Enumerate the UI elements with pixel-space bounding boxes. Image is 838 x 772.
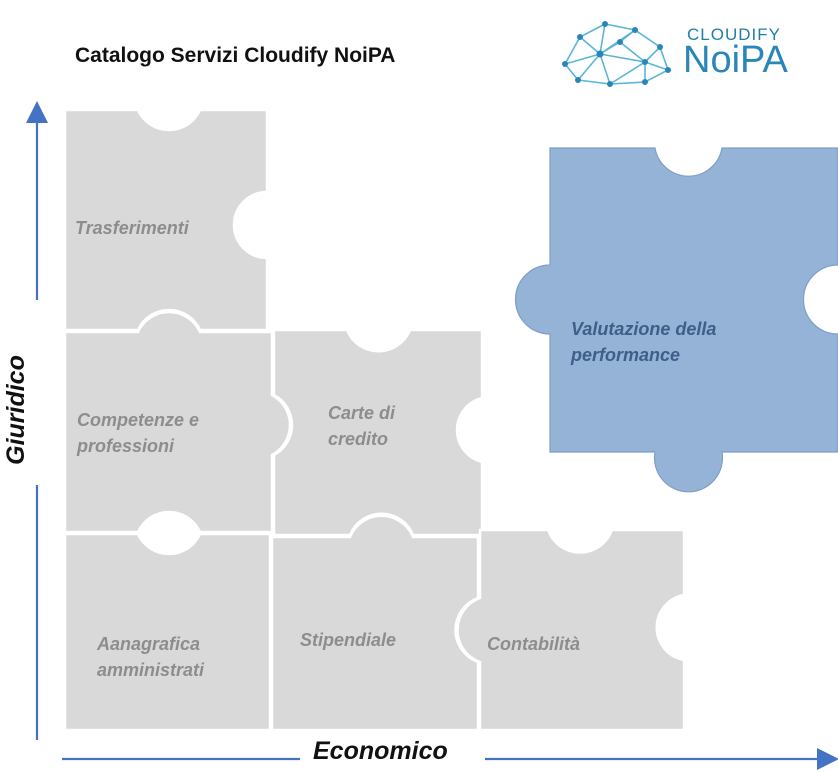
label-contabilita: Contabilità bbox=[487, 634, 580, 654]
puzzle-piece-stipendiale bbox=[270, 514, 480, 732]
label-valutazione: Valutazione della performance bbox=[571, 316, 716, 368]
page-title: Catalogo Servizi Cloudify NoiPA bbox=[75, 44, 396, 67]
label-stipendiale: Stipendiale bbox=[300, 630, 397, 650]
puzzle-piece-carte-di-credito bbox=[272, 328, 484, 537]
puzzle-piece-contabilita bbox=[456, 528, 686, 732]
x-axis-label: Economico bbox=[313, 737, 448, 765]
puzzle-piece-valutazione bbox=[514, 147, 838, 493]
logo-text-small: CLOUDIFY bbox=[687, 25, 781, 44]
cloudify-noipa-logo: CLOUDIFY NoiPA bbox=[550, 12, 820, 90]
puzzle-piece-competenze bbox=[63, 310, 292, 534]
label-anagrafica-line2: amministrati bbox=[97, 660, 205, 680]
label-trasferimenti: Trasferimenti bbox=[75, 218, 189, 238]
label-carte-line1: Carte di bbox=[328, 403, 396, 423]
puzzle-piece-trasferimenti bbox=[63, 108, 269, 332]
label-competenze-line2: professioni bbox=[77, 436, 175, 456]
label-anagrafica: Aanagrafica amministrati bbox=[97, 631, 204, 683]
logo-text-large: NoiPA bbox=[683, 39, 788, 81]
puzzle-piece-anagrafica bbox=[63, 532, 272, 732]
label-carte-line2: credito bbox=[328, 429, 389, 449]
network-cloud-icon bbox=[562, 21, 671, 87]
label-valutazione-line2: performance bbox=[571, 345, 681, 365]
label-competenze-line1: Competenze e bbox=[77, 410, 200, 430]
label-carte-di-credito: Carte di credito bbox=[328, 400, 395, 452]
y-axis-label: Giuridico bbox=[2, 355, 30, 465]
label-valutazione-line1: Valutazione della bbox=[571, 319, 717, 339]
label-anagrafica-line1: Aanagrafica bbox=[97, 634, 201, 654]
label-competenze: Competenze e professioni bbox=[77, 407, 199, 459]
